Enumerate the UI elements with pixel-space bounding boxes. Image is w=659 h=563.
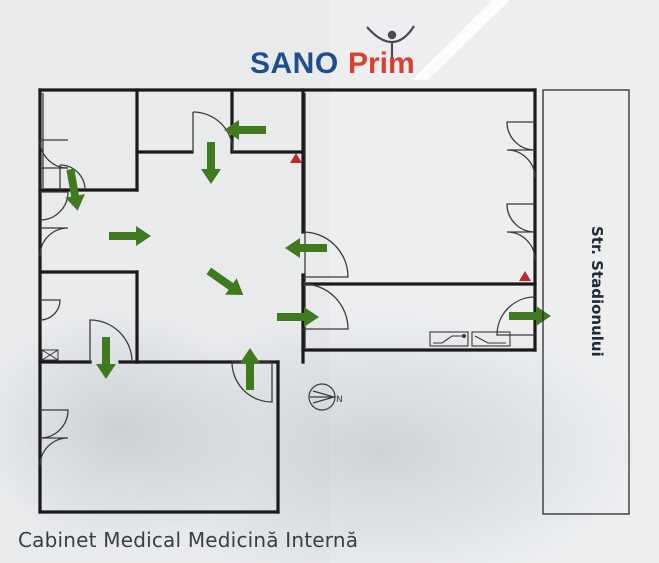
walls — [38, 88, 537, 514]
triangle-marker-icon — [290, 153, 531, 281]
evacuation-arrows — [65, 120, 551, 390]
arrow-icon — [224, 120, 266, 140]
stairs-icon — [429, 331, 511, 347]
glare-reflection — [412, 0, 510, 80]
arrow-icon — [285, 238, 327, 258]
arrow-icon — [240, 348, 260, 390]
compass-north-letter: N — [336, 395, 343, 405]
electrical-box — [41, 349, 59, 361]
arrow-icon — [201, 142, 221, 184]
arrow-icon — [277, 307, 319, 327]
street: Str. Stadionului — [542, 89, 630, 515]
arrow-icon — [509, 306, 551, 326]
arrow-icon — [65, 168, 85, 211]
compass-icon: N — [308, 383, 343, 411]
person-icon — [366, 25, 415, 58]
logo-prim-text: Prim — [348, 47, 415, 80]
arrow-icon — [109, 226, 151, 246]
logo-sano-text: SANO — [250, 47, 339, 80]
logo: SANO Prim — [250, 25, 415, 80]
street-label: Str. Stadionului — [588, 226, 606, 357]
caption-title: Cabinet Medical Medicină Internă — [18, 528, 359, 552]
arrow-icon — [96, 337, 116, 379]
arrow-icon — [206, 267, 244, 296]
doors — [39, 111, 536, 467]
